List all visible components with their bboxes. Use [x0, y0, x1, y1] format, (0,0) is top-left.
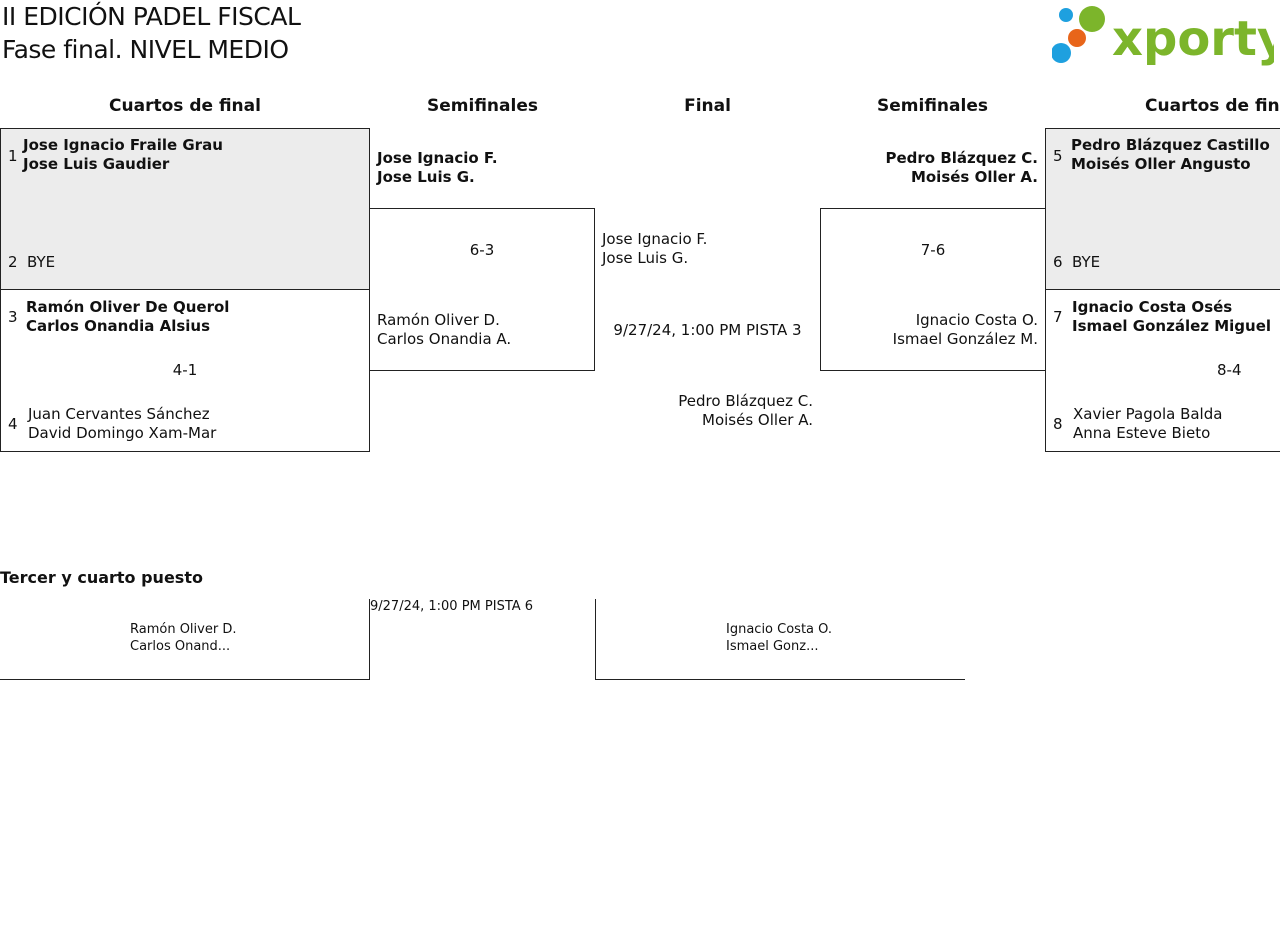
team-player: David Domingo Xam-Mar	[28, 424, 217, 442]
team-player: Jose Luis G.	[602, 249, 689, 267]
team-player: Pedro Blázquez C.	[885, 149, 1038, 167]
match-card-rq1[interactable]: 5 Pedro Blázquez Castillo Moisés Oller A…	[1045, 128, 1280, 290]
team-player: Ismael Gonz...	[726, 639, 819, 654]
seed-number: 4	[8, 415, 18, 433]
third-place-right-card[interactable]: Ignacio Costa O. Ismael Gonz...	[595, 599, 965, 680]
col-left-semis: Semifinales	[427, 96, 538, 116]
team-player: Jose Luis G.	[377, 168, 475, 186]
match-card-rs[interactable]: 7-6 Ignacio Costa O. Ismael González M.	[820, 208, 1046, 371]
col-right-semis: Semifinales	[877, 96, 988, 116]
seed-number: 1	[8, 147, 18, 165]
col-left-quarters: Cuartos de final	[109, 96, 261, 116]
team-player: Ramón Oliver D.	[130, 622, 237, 637]
match-score: 7-6	[920, 241, 946, 259]
match-card-lq1[interactable]: 1 Jose Ignacio Fraile Grau Jose Luis Gau…	[0, 128, 370, 290]
col-final: Final	[684, 96, 731, 116]
match-card-rq2[interactable]: 7 Ignacio Costa Osés Ismael González Mig…	[1045, 289, 1280, 452]
team-player: Xavier Pagola Balda	[1073, 405, 1223, 423]
seed-number: 3	[8, 308, 18, 326]
team-player: Jose Ignacio F.	[377, 149, 498, 167]
bye-label: BYE	[27, 253, 56, 271]
team-player: Pedro Blázquez C.	[678, 392, 813, 410]
match-card-lq2[interactable]: 3 Ramón Oliver De Querol Carlos Onandia …	[0, 289, 370, 452]
bye-label: BYE	[1072, 253, 1101, 271]
team-player: Moisés Oller Angusto	[1071, 155, 1251, 173]
logo-dot-orange	[1068, 29, 1086, 47]
seed-number: 7	[1053, 308, 1063, 326]
seed-number: 8	[1053, 415, 1063, 433]
logo-dot-blue	[1059, 8, 1073, 22]
match-card-ls[interactable]: 6-3 Ramón Oliver D. Carlos Onandia A.	[369, 208, 595, 371]
seed-number: 6	[1053, 253, 1063, 271]
tournament-subtitle: Fase final. NIVEL MEDIO	[2, 35, 289, 64]
third-place-schedule: 9/27/24, 1:00 PM PISTA 6	[370, 599, 534, 614]
team-player: Jose Ignacio Fraile Grau	[23, 136, 223, 154]
team-player: Ramón Oliver D.	[377, 311, 500, 329]
logo-dot-green	[1079, 6, 1105, 32]
team-player: Carlos Onandia A.	[377, 330, 512, 348]
team-player: Ignacio Costa O.	[915, 311, 1038, 329]
team-player: Carlos Onandia Alsius	[26, 317, 211, 335]
tournament-title: II EDICIÓN PADEL FISCAL	[2, 2, 301, 31]
team-player: Ignacio Costa Osés	[1072, 298, 1233, 316]
team-player: Ismael González Miguel	[1072, 317, 1272, 335]
team-player: Jose Ignacio F.	[602, 230, 708, 248]
team-player: Pedro Blázquez Castillo	[1071, 136, 1270, 154]
xporty-logo: xporty	[1051, 5, 1280, 67]
team-player: Anna Esteve Bieto	[1073, 424, 1211, 442]
logo-text: xporty	[1112, 11, 1274, 67]
match-score: 6-3	[469, 241, 495, 259]
team-player: Ismael González M.	[892, 330, 1038, 348]
team-player: Jose Luis Gaudier	[23, 155, 170, 173]
team-player: Ramón Oliver De Querol	[26, 298, 230, 316]
team-player: Juan Cervantes Sánchez	[28, 405, 210, 423]
team-player: Moisés Oller A.	[702, 411, 813, 429]
team-player: Ignacio Costa O.	[726, 622, 832, 637]
third-place-title: Tercer y cuarto puesto	[0, 568, 203, 587]
col-right-quarters: Cuartos de final	[1145, 96, 1280, 116]
final-schedule: 9/27/24, 1:00 PM PISTA 3	[613, 321, 802, 339]
match-score: 8-4	[1217, 361, 1242, 379]
logo-dot-blue-2	[1051, 43, 1071, 63]
team-player: Moisés Oller A.	[910, 168, 1038, 186]
match-score: 4-1	[172, 361, 198, 379]
seed-number: 2	[8, 253, 18, 271]
seed-number: 5	[1053, 147, 1063, 165]
team-player: Carlos Onand...	[130, 639, 231, 654]
third-place-left-card[interactable]: Ramón Oliver D. Carlos Onand...	[0, 599, 370, 680]
